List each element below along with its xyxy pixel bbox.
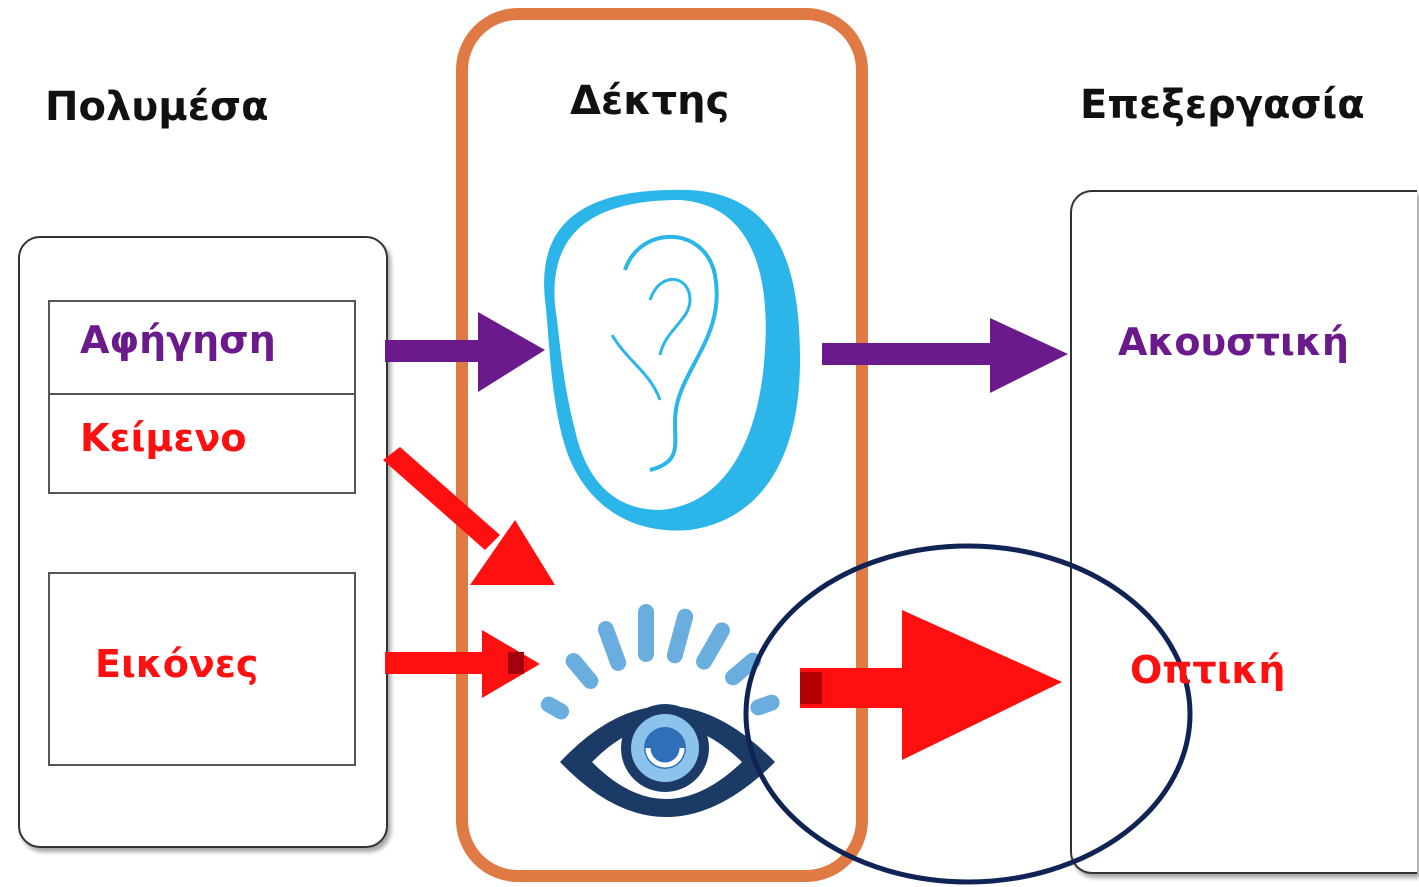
auditory-label: Ακουστική (1118, 320, 1349, 364)
text-to-eye-arrow (383, 447, 555, 585)
images-to-eye-arrow (385, 630, 540, 698)
highlight-ring (743, 543, 1193, 885)
processing-box (1070, 190, 1417, 874)
narration-label: Αφήγηση (80, 318, 276, 362)
receiver-frame (456, 8, 868, 882)
processing-heading: Επεξεργασία (1080, 82, 1365, 128)
receiver-heading: Δέκτης (570, 78, 730, 124)
visual-label: Οπτική (1130, 648, 1286, 692)
images-group (48, 572, 356, 766)
narration-text-group (48, 300, 356, 494)
media-heading: Πολυμέσα (45, 84, 269, 130)
ear-to-auditory-arrow (822, 318, 1068, 393)
group-divider (48, 393, 354, 395)
text-label: Κείμενο (80, 416, 247, 460)
eye-icon (540, 604, 780, 817)
ear-icon (544, 189, 800, 531)
eye-to-visual-arrow (800, 610, 1062, 760)
narration-to-ear-arrow (385, 312, 545, 392)
images-label: Εικόνες (95, 642, 259, 686)
